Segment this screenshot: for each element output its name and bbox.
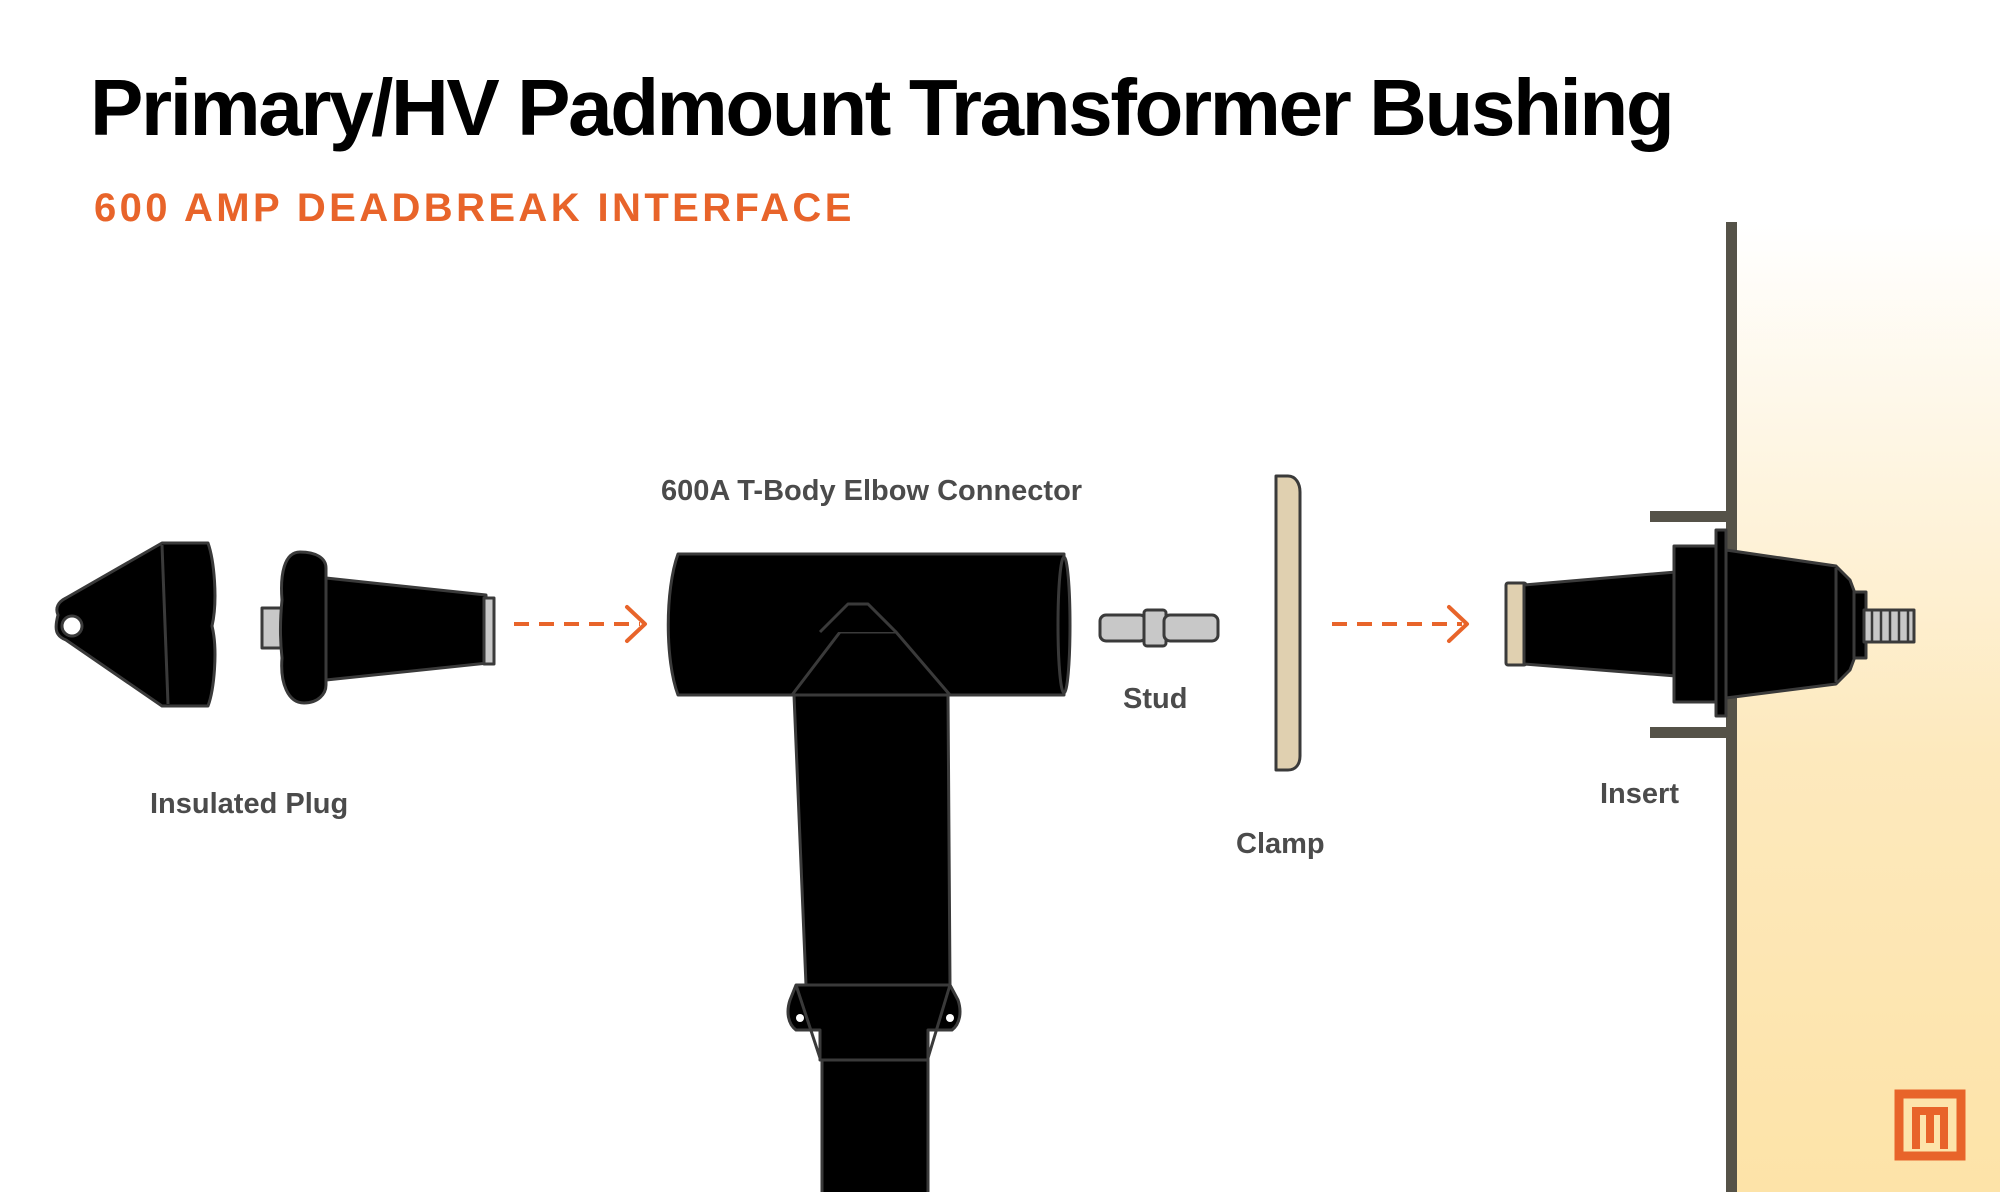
elbow-collar-seam (794, 984, 822, 1059)
bushing-well-flange-top (1650, 511, 1730, 522)
insert-collar (1672, 544, 1720, 704)
clamp (1274, 474, 1302, 772)
tank-wall (1726, 222, 1737, 1192)
elbow-eye-left (796, 1014, 804, 1022)
elbow-cable (820, 1058, 930, 1192)
insert (1504, 528, 1916, 718)
plug-cone (324, 576, 490, 682)
label-insert: Insert (1600, 778, 1679, 810)
plug-cap (54, 541, 217, 708)
t-body-elbow-connector (666, 552, 1072, 1192)
stud-shaft-right (1162, 613, 1220, 643)
plug-cap-seam (160, 544, 170, 705)
label-clamp: Clamp (1236, 828, 1325, 860)
arrow-clamp-to-insert (1332, 605, 1469, 643)
arrow-plug-to-elbow (514, 605, 647, 643)
label-elbow-connector: 600A T-Body Elbow Connector (661, 475, 1082, 507)
page-subtitle: 600 AMP DEADBREAK INTERFACE (94, 186, 855, 230)
stud-shaft-left (1098, 613, 1148, 643)
label-stud: Stud (1123, 683, 1187, 715)
insert-cone (1522, 570, 1678, 678)
elbow-right-bore (1056, 555, 1072, 695)
transformer-tank (1734, 222, 2000, 1192)
plug-grip (279, 550, 328, 705)
elbow-eye-right (946, 1014, 954, 1022)
elbow-collar-seam-2 (926, 984, 952, 1059)
page-title: Primary/HV Padmount Transformer Bushing (90, 63, 1675, 152)
plug-eye-hole (60, 614, 84, 638)
bushing-well-flange-bottom (1650, 727, 1730, 738)
stud (1098, 608, 1220, 648)
elbow-ridge (818, 602, 898, 634)
brand-logo-icon (1894, 1089, 1966, 1161)
plug-tip (482, 596, 496, 666)
elbow-body (792, 693, 952, 987)
insulated-plug (54, 541, 496, 708)
label-insulated-plug: Insulated Plug (150, 788, 348, 820)
elbow-collar (786, 983, 962, 1062)
